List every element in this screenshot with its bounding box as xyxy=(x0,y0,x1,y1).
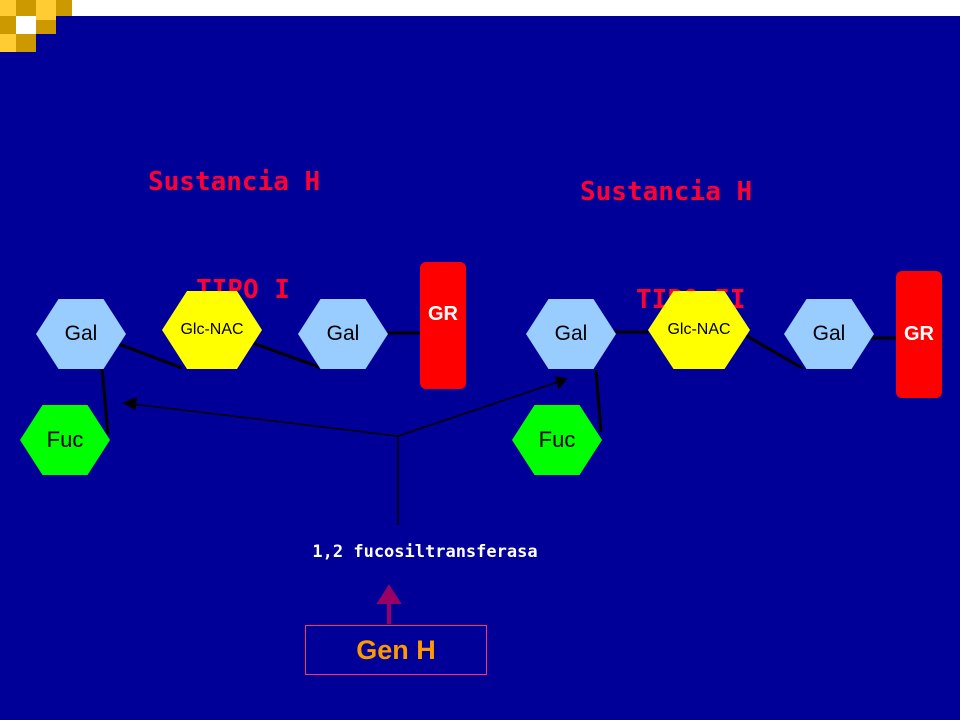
glcnac-hexagon-2: Glc-NAC xyxy=(648,291,750,369)
enzyme-arrow-left xyxy=(131,403,399,437)
title-type-2-line1: Sustancia H xyxy=(580,177,753,207)
gal-label-1: Gal xyxy=(64,322,98,345)
bond-glcnac-gal-2 xyxy=(739,330,803,370)
glcnac-label-1: Glc-NAC xyxy=(180,321,244,338)
gene-label: Gen H xyxy=(356,634,436,665)
enzyme-arrowhead-right xyxy=(554,376,568,390)
gr-block-2: GR xyxy=(896,271,942,398)
gal-label-3: Gal xyxy=(554,322,588,345)
enzyme-arrowhead-left xyxy=(122,396,137,411)
bond-gal-fuc-2 xyxy=(594,369,603,433)
gal-label-4: Gal xyxy=(812,322,846,345)
gr-label-2: GR xyxy=(904,323,934,345)
gal-label-2: Gal xyxy=(326,322,360,345)
title-type-1-line1: Sustancia H xyxy=(148,167,321,197)
glcnac-label-2: Glc-NAC xyxy=(667,321,731,338)
fuc-label-1: Fuc xyxy=(46,427,84,452)
top-bar xyxy=(72,0,960,16)
glcnac-hexagon-1: Glc-NAC xyxy=(162,291,262,369)
gr-block-1: GR xyxy=(420,262,466,389)
bond-glcnac-gal-1 xyxy=(243,338,323,370)
bond-gal-fuc-1 xyxy=(100,367,110,435)
gene-box: Gen H xyxy=(305,625,487,675)
bond-gal-glcnac-1 xyxy=(107,338,183,370)
enzyme-label: 1,2 fucosiltransferasa xyxy=(312,542,538,562)
gr-label-1: GR xyxy=(428,303,458,325)
fuc-label-2: Fuc xyxy=(538,427,576,452)
gene-arrow-head xyxy=(376,584,402,604)
enzyme-arrow-right xyxy=(397,381,559,437)
